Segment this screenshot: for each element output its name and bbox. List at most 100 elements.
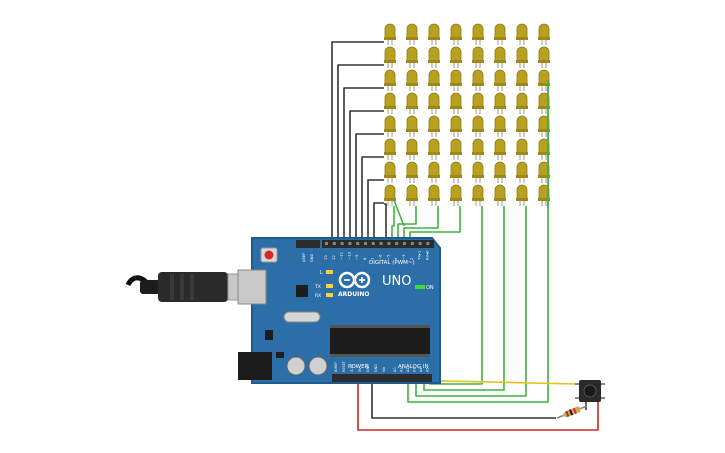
wire-col[interactable] <box>397 206 417 242</box>
wire-col[interactable] <box>409 206 461 242</box>
header-pins[interactable] <box>325 242 430 245</box>
led[interactable] <box>428 46 440 68</box>
led[interactable] <box>472 92 484 114</box>
led[interactable] <box>472 23 484 45</box>
led[interactable] <box>384 92 396 114</box>
led[interactable] <box>384 184 396 206</box>
wire-power[interactable] <box>357 378 599 431</box>
reset-button-cap[interactable] <box>264 250 274 260</box>
led[interactable] <box>428 23 440 45</box>
power-header[interactable] <box>332 374 392 382</box>
led[interactable] <box>494 138 506 160</box>
led[interactable] <box>494 23 506 45</box>
led[interactable] <box>494 115 506 137</box>
wire-col[interactable] <box>391 206 395 242</box>
led[interactable] <box>406 115 418 137</box>
led[interactable] <box>450 69 462 91</box>
led[interactable] <box>428 184 440 206</box>
led[interactable] <box>538 46 550 68</box>
led[interactable] <box>538 69 550 91</box>
wire-col[interactable] <box>403 206 439 242</box>
wire-row[interactable] <box>384 203 387 242</box>
led[interactable] <box>516 69 528 91</box>
led[interactable] <box>516 138 528 160</box>
led[interactable] <box>494 184 506 206</box>
wire-row[interactable] <box>349 110 384 242</box>
led[interactable] <box>428 138 440 160</box>
led[interactable] <box>428 92 440 114</box>
aref-header[interactable] <box>296 240 320 248</box>
wire-col[interactable] <box>393 199 405 227</box>
led[interactable] <box>406 92 418 114</box>
led[interactable] <box>384 161 396 183</box>
usb-jack[interactable] <box>237 269 267 305</box>
resistor-icon[interactable] <box>556 403 588 421</box>
led[interactable] <box>450 161 462 183</box>
led[interactable] <box>538 161 550 183</box>
led[interactable] <box>538 92 550 114</box>
led[interactable] <box>384 138 396 160</box>
led[interactable] <box>406 46 418 68</box>
arduino-board[interactable]: ARDUINO UNO DIGITAL (PWM~) POWER ANALOG … <box>237 237 441 384</box>
usb-chip <box>296 285 308 297</box>
led[interactable] <box>406 184 418 206</box>
led[interactable] <box>472 138 484 160</box>
led[interactable] <box>516 23 528 45</box>
led[interactable] <box>450 23 462 45</box>
led[interactable] <box>406 161 418 183</box>
led[interactable] <box>494 92 506 114</box>
led[interactable] <box>384 115 396 137</box>
led[interactable] <box>406 23 418 45</box>
led[interactable] <box>472 184 484 206</box>
led[interactable] <box>538 23 550 45</box>
led[interactable] <box>406 69 418 91</box>
led[interactable] <box>384 46 396 68</box>
led[interactable] <box>406 138 418 160</box>
led[interactable] <box>428 115 440 137</box>
led[interactable] <box>494 161 506 183</box>
led[interactable] <box>516 115 528 137</box>
led[interactable] <box>538 115 550 137</box>
digital-pin-label: ~5 <box>385 254 390 260</box>
digital-pin-label: ~3 <box>401 254 406 260</box>
power-jack[interactable] <box>238 352 272 380</box>
led[interactable] <box>450 92 462 114</box>
led[interactable] <box>450 115 462 137</box>
wire-ground[interactable] <box>371 378 556 419</box>
led[interactable] <box>516 92 528 114</box>
led[interactable] <box>538 184 550 206</box>
wire-row[interactable] <box>343 87 384 242</box>
led-matrix[interactable] <box>384 23 550 206</box>
wire-row[interactable] <box>337 64 384 242</box>
wire-row[interactable] <box>331 41 384 242</box>
led[interactable] <box>428 161 440 183</box>
pushbutton-icon[interactable] <box>575 380 605 402</box>
digital-label: DIGITAL (PWM~) <box>369 260 415 266</box>
led[interactable] <box>450 184 462 206</box>
wire-row[interactable] <box>355 133 384 242</box>
led[interactable] <box>384 69 396 91</box>
digital-header[interactable] <box>322 240 434 248</box>
wire-row[interactable] <box>367 179 384 242</box>
led[interactable] <box>450 138 462 160</box>
led[interactable] <box>472 161 484 183</box>
led[interactable] <box>516 184 528 206</box>
led[interactable] <box>516 46 528 68</box>
analog-header[interactable] <box>392 374 432 382</box>
wire-col[interactable] <box>415 206 527 397</box>
wire-row[interactable] <box>373 202 384 242</box>
led[interactable] <box>450 46 462 68</box>
led[interactable] <box>538 138 550 160</box>
led[interactable] <box>472 69 484 91</box>
led[interactable] <box>494 69 506 91</box>
wire-row[interactable] <box>361 156 384 242</box>
led[interactable] <box>384 23 396 45</box>
led[interactable] <box>472 115 484 137</box>
led[interactable] <box>494 46 506 68</box>
led[interactable] <box>516 161 528 183</box>
led[interactable] <box>428 69 440 91</box>
wire-col[interactable] <box>407 80 549 403</box>
led[interactable] <box>472 46 484 68</box>
